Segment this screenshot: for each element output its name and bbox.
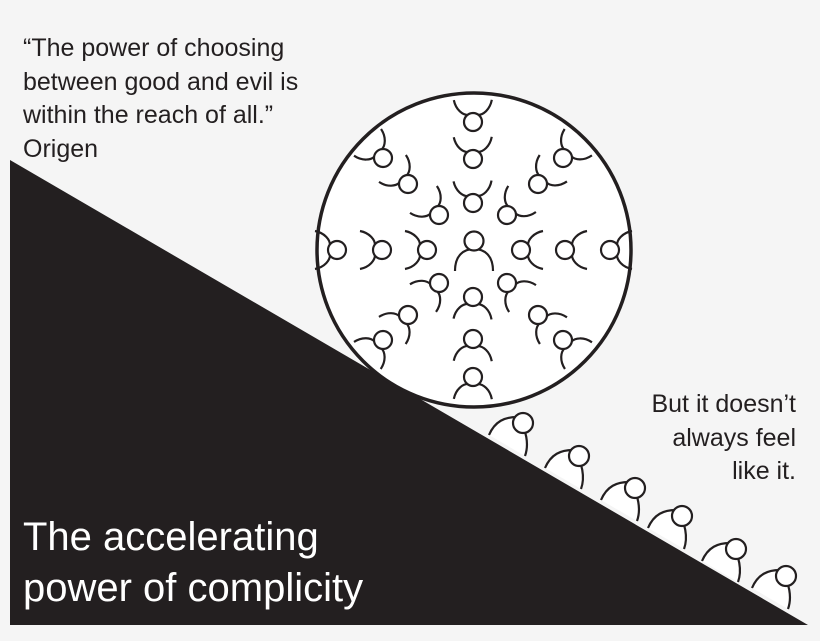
quote-attribution: Origen bbox=[23, 134, 99, 163]
title-line: power of complicity bbox=[23, 566, 364, 610]
person-figure bbox=[552, 329, 593, 370]
diagram-title: The accelerating power of complicity bbox=[23, 512, 363, 614]
person-figure bbox=[452, 286, 493, 320]
person-figure bbox=[552, 128, 593, 169]
person-figure bbox=[599, 229, 633, 271]
side-note-line: like it. bbox=[732, 457, 796, 485]
pusher-figure bbox=[487, 411, 535, 457]
side-note-line: But it doesn’t bbox=[651, 390, 796, 418]
person-figure bbox=[496, 272, 537, 313]
pusher-figure bbox=[700, 537, 748, 583]
person-figure bbox=[452, 366, 493, 400]
side-note: But it doesn’t always feel like it. bbox=[651, 388, 796, 489]
pusher-figure bbox=[750, 564, 798, 610]
person-figure bbox=[527, 154, 568, 195]
person-figure bbox=[409, 185, 450, 226]
quote-line: within the reach of all.” bbox=[23, 101, 274, 129]
origen-quote: “The power of choosing between good and … bbox=[23, 32, 298, 166]
person-figure bbox=[496, 185, 537, 226]
person-figure bbox=[404, 229, 438, 271]
person-figure bbox=[452, 99, 493, 133]
person-figure bbox=[409, 272, 450, 313]
person-figure bbox=[378, 154, 419, 195]
person-figure bbox=[452, 180, 493, 214]
title-line: The accelerating bbox=[23, 515, 319, 559]
person-figure bbox=[378, 304, 419, 345]
person-figure bbox=[314, 229, 348, 271]
pusher-figure bbox=[543, 444, 591, 490]
quote-line: “The power of choosing bbox=[23, 34, 285, 62]
side-note-line: always feel bbox=[672, 423, 796, 452]
person-figure bbox=[527, 304, 568, 345]
person-figure bbox=[353, 128, 394, 169]
person-figure bbox=[452, 136, 493, 170]
person-figure bbox=[554, 229, 588, 271]
pusher-figure bbox=[646, 504, 694, 550]
person-figure bbox=[452, 328, 493, 362]
person-figure bbox=[359, 229, 393, 271]
crowd-figures bbox=[314, 99, 633, 400]
pusher-figures bbox=[487, 411, 798, 610]
person-figure bbox=[453, 230, 495, 272]
pusher-figure bbox=[599, 476, 647, 522]
quote-line: between good and evil is bbox=[23, 67, 299, 96]
person-figure bbox=[353, 329, 394, 370]
person-figure bbox=[510, 229, 544, 271]
